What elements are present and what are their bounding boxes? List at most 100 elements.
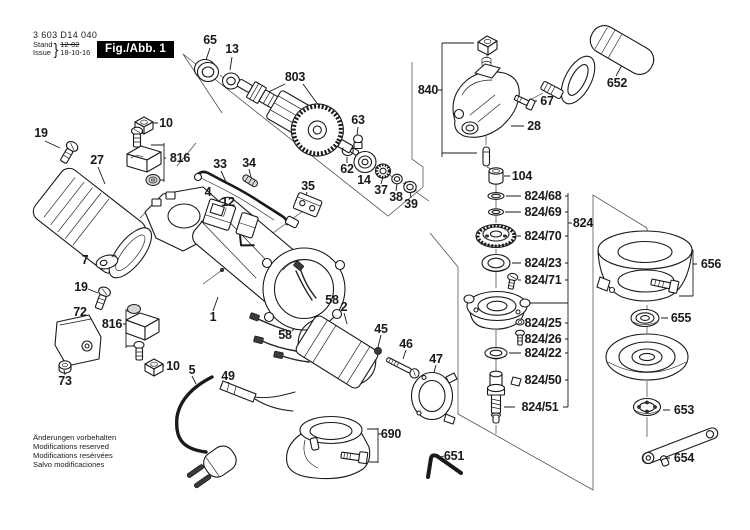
part-label-33: 33 (213, 156, 227, 171)
cap-63 (352, 134, 364, 150)
part-label-27: 27 (90, 152, 104, 167)
part-label-656: 656 (700, 256, 722, 271)
allen-key-651 (426, 453, 463, 479)
part-label-10: 10 (166, 358, 180, 373)
note-fr: Modifications resérvées (33, 451, 113, 460)
gear-housing-28 (452, 63, 520, 138)
part-label-1: 1 (209, 309, 217, 324)
part-label-2: 2 (340, 299, 348, 314)
part-label-46: 46 (399, 336, 413, 351)
backing-pad (605, 333, 689, 381)
brace-glyph: } (53, 39, 59, 59)
figure-badge: Fig./Abb. 1 (97, 41, 174, 58)
bearing-flange-47 (410, 371, 458, 425)
power-cord-5 (174, 375, 237, 489)
part-label-803: 803 (284, 69, 306, 84)
part-label-824-26: 824/26 (524, 331, 562, 346)
part-label-12: 12 (221, 194, 235, 209)
part-label-49: 49 (221, 368, 235, 383)
clamping-nut-653 (632, 397, 662, 417)
part-label-63: 63 (351, 112, 365, 127)
lead-wires-58-upper (293, 260, 317, 301)
bearing-flange-824 (463, 290, 531, 330)
note-en: Modifications reserved (33, 442, 109, 451)
nut-824-25 (515, 318, 525, 326)
cable-sleeve-49 (219, 380, 296, 412)
flange-nut-655 (630, 308, 660, 328)
clamp-bracket-7 (95, 254, 119, 270)
title-block: 3 603 D14 040 Stand Issue } 12-02 18-10-… (33, 30, 97, 59)
part-label-34: 34 (242, 155, 256, 170)
ring-38 (391, 173, 403, 185)
screw-824-26 (515, 329, 525, 346)
part-label-38: 38 (389, 189, 403, 204)
part-label-5: 5 (188, 362, 196, 377)
part-label-824-71: 824/71 (524, 272, 562, 287)
pin-spanner-654 (641, 427, 719, 467)
washer-824-68 (487, 192, 505, 200)
part-label-104: 104 (511, 168, 533, 183)
part-label-824-69: 824/69 (524, 204, 562, 219)
gear-wheel-824-70 (475, 223, 517, 249)
superseded-date: 12-02 (60, 40, 80, 49)
part-label-824-25: 824/25 (524, 315, 562, 330)
part-label-45: 45 (374, 321, 388, 336)
part-label-824-68: 824/68 (524, 188, 562, 203)
part-label-37: 37 (374, 182, 388, 197)
part-label-816: 816 (169, 150, 191, 165)
part-label-19: 19 (74, 279, 88, 294)
hex-nut-73 (58, 360, 72, 374)
cover-plate-72 (54, 314, 102, 367)
pin-840 (482, 146, 491, 167)
part-label-62: 62 (340, 161, 354, 176)
issue-label: Issue (33, 48, 51, 57)
screw-824-71 (507, 272, 519, 290)
ring-65 (193, 58, 220, 83)
plate-35 (292, 192, 323, 218)
switch-4 (202, 198, 237, 231)
part-label-824-70: 824/70 (524, 228, 562, 243)
part-label-824-51: 824/51 (521, 399, 559, 414)
bearing-14 (353, 150, 377, 174)
field-stator-2 (295, 315, 379, 389)
lead-wires-58-lower (249, 312, 310, 363)
bevel-gear-37 (374, 163, 392, 179)
part-label-14: 14 (357, 172, 371, 187)
legal-note: Änderungen vorbehalten Modifications res… (33, 433, 116, 469)
brush-set-816-top (126, 126, 162, 186)
part-label-47: 47 (429, 351, 443, 366)
spring-pin-34 (242, 174, 259, 188)
part-label-19: 19 (34, 125, 48, 140)
snap-ring-62 (341, 146, 354, 157)
part-label-690: 690 (380, 426, 402, 441)
part-label-72: 72 (73, 304, 87, 319)
armature-803 (236, 78, 360, 157)
brush-set-816-lower (125, 304, 160, 361)
screw-19-top (60, 140, 79, 164)
part-label-824-22: 824/22 (524, 345, 562, 360)
nut-39 (403, 180, 417, 194)
part-label-824-50: 824/50 (524, 372, 562, 387)
wheel-guard-690 (286, 415, 371, 480)
wheel-guard-656 (596, 230, 693, 302)
connector-12 (235, 212, 259, 247)
part-label-816: 816 (101, 316, 123, 331)
square-nut-10-lower (144, 358, 164, 377)
part-label-10: 10 (159, 115, 173, 130)
part-label-7: 7 (81, 252, 89, 267)
part-label-824: 824 (572, 215, 594, 230)
part-label-824-23: 824/23 (524, 255, 562, 270)
sleeve-104 (488, 167, 504, 185)
washer-824-69 (487, 208, 505, 216)
spindle-824-51 (486, 370, 506, 424)
part-label-4: 4 (204, 184, 212, 199)
part-label-28: 28 (527, 118, 541, 133)
part-label-840: 840 (417, 82, 439, 97)
note-de: Änderungen vorbehalten (33, 433, 117, 442)
screw-19-lower (94, 286, 111, 310)
screw-46 (386, 357, 420, 379)
part-label-653: 653 (673, 402, 695, 417)
key-824-50 (510, 376, 522, 387)
